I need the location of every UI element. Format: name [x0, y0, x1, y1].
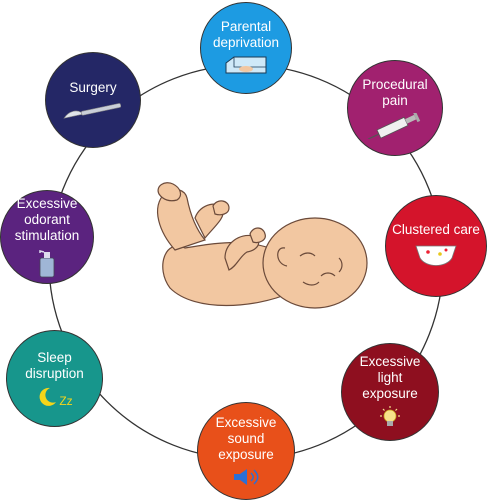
stressor-label: Parental deprivation — [212, 19, 280, 50]
newborn-baby-icon — [156, 182, 368, 309]
stressor-clustered-care: Clustered care — [385, 195, 487, 297]
zz-text: Zz — [59, 393, 73, 408]
stressor-procedural-pain: Procedural pain — [347, 60, 443, 156]
stressor-excessive-sound-exposure: Excessive sound exposure — [197, 402, 295, 500]
syringe-icon — [363, 113, 427, 139]
stressor-label: Sleep disruption — [25, 349, 84, 381]
stressor-label: Excessive odorant stimulation — [14, 196, 80, 243]
speaker-icon — [232, 467, 260, 487]
diaper-icon — [414, 242, 458, 270]
stressor-excessive-odorant-stimulation: Excessive odorant stimulation — [0, 190, 94, 284]
stressor-label: Procedural pain — [362, 77, 428, 108]
stressor-label: Clustered care — [392, 222, 480, 237]
stressor-sleep-disruption: Sleep disruption Zz — [6, 330, 103, 427]
stressor-surgery: Surgery — [45, 52, 141, 148]
light-bulb-icon — [375, 406, 405, 430]
stressor-excessive-light-exposure: Excessive light exposure — [341, 343, 439, 441]
stressor-parental-deprivation: Parental deprivation — [200, 2, 292, 94]
incubator-icon — [222, 55, 270, 77]
scalpel-icon — [61, 100, 125, 120]
stressor-label: Excessive light exposure — [359, 354, 421, 401]
spray-bottle-icon — [36, 248, 58, 278]
stressor-label: Excessive sound exposure — [215, 415, 277, 462]
stressor-label: Surgery — [69, 80, 117, 95]
moon-zz-icon: Zz — [36, 386, 73, 408]
